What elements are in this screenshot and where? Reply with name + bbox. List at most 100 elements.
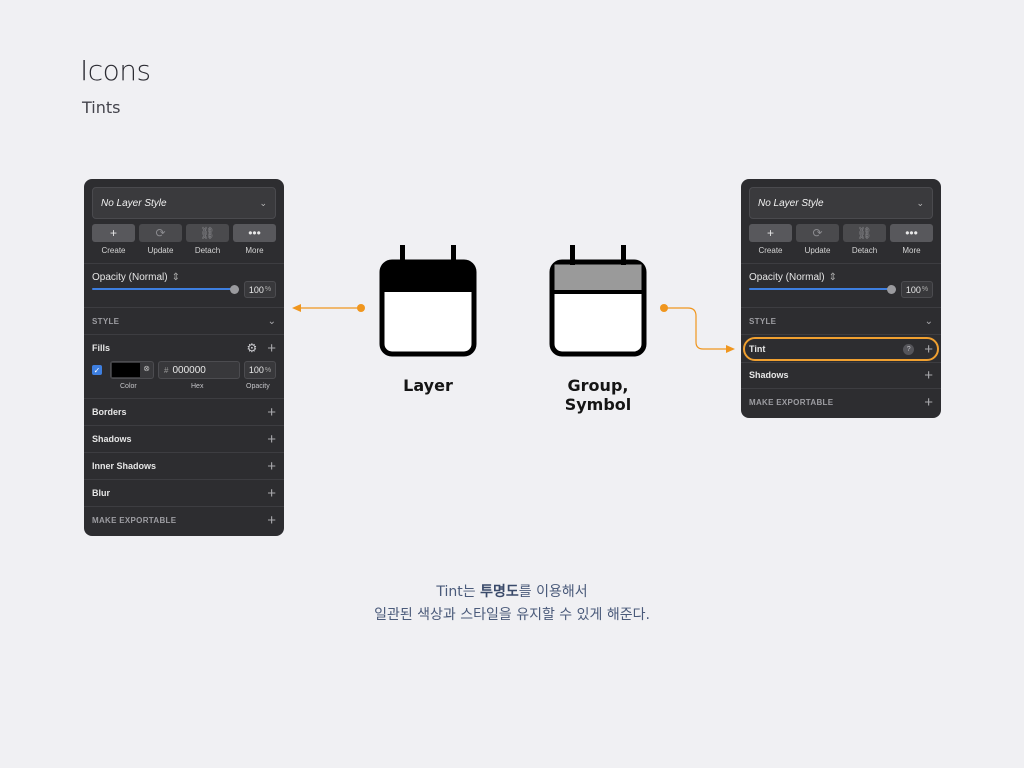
- opacity-slider-handle[interactable]: [230, 285, 239, 294]
- fill-opacity-input[interactable]: 100%: [244, 361, 276, 379]
- percent-sign: %: [264, 366, 272, 374]
- shadows-section-header[interactable]: Shadows +: [749, 362, 933, 388]
- fill-row: ✓ ⊗ # 000000 100%: [92, 361, 276, 379]
- unlink-icon: ⛓: [186, 224, 229, 242]
- ellipsis-icon: •••: [233, 224, 276, 242]
- style-buttons: + Create ⟳ Update ⛓ Detach ••• More: [92, 224, 276, 255]
- create-button[interactable]: + Create: [92, 224, 135, 255]
- fill-opacity-value: 100: [248, 365, 264, 375]
- detach-button[interactable]: ⛓ Detach: [186, 224, 229, 255]
- add-fill-button[interactable]: +: [267, 339, 276, 357]
- color-picker-icon: ⊗: [143, 364, 150, 373]
- make-exportable-row[interactable]: MAKE EXPORTABLE +: [92, 507, 276, 533]
- help-icon[interactable]: ?: [903, 343, 915, 355]
- more-button-label: More: [245, 246, 264, 255]
- borders-section-header[interactable]: Borders +: [92, 399, 276, 425]
- color-caption: Color: [120, 383, 137, 390]
- divider: [84, 334, 284, 335]
- tint-label: Tint: [749, 344, 766, 354]
- more-button[interactable]: ••• More: [233, 224, 276, 255]
- plus-icon: +: [749, 224, 792, 242]
- opacity-value: 100: [248, 284, 264, 295]
- divider: [84, 425, 284, 426]
- arrow-to-layer-panel: [292, 304, 365, 312]
- opacity-value: 100: [905, 284, 921, 295]
- color-swatch: [112, 363, 140, 377]
- more-button[interactable]: ••• More: [890, 224, 933, 255]
- divider: [84, 479, 284, 480]
- fill-enabled-checkbox[interactable]: ✓: [92, 365, 102, 375]
- description-suffix: 를 이용해서: [518, 584, 588, 600]
- divider: [84, 307, 284, 308]
- add-shadow-button[interactable]: +: [267, 430, 276, 448]
- page-subtitle: Tints: [82, 98, 121, 117]
- divider: [741, 362, 941, 363]
- shadows-label: Shadows: [92, 434, 132, 444]
- inner-shadows-section-header[interactable]: Inner Shadows +: [92, 453, 276, 479]
- add-border-button[interactable]: +: [267, 403, 276, 421]
- update-button-label: Update: [804, 246, 831, 255]
- opacity-slider-track[interactable]: [92, 288, 234, 290]
- divider: [84, 506, 284, 507]
- blur-section-header[interactable]: Blur +: [92, 480, 276, 506]
- style-section-header[interactable]: STYLE ⌄: [92, 308, 276, 334]
- hex-input[interactable]: # 000000: [158, 361, 240, 379]
- create-button-label: Create: [758, 246, 783, 255]
- add-inner-shadow-button[interactable]: +: [267, 457, 276, 475]
- updown-icon: ⇕: [828, 272, 837, 283]
- opacity-label: Opacity (Normal): [749, 272, 825, 283]
- add-shadow-button[interactable]: +: [924, 366, 933, 384]
- layer-style-dropdown[interactable]: No Layer Style ⌄: [749, 187, 933, 219]
- detach-button-label: Detach: [194, 246, 221, 255]
- tint-section-header[interactable]: Tint ? +: [749, 336, 933, 362]
- description: Tint는 투명도를 이용해서 일관된 색상과 스타일을 유지할 수 있게 해준…: [312, 581, 712, 627]
- opacity-label: Opacity (Normal): [92, 272, 168, 283]
- inner-shadows-label: Inner Shadows: [92, 461, 157, 471]
- unlink-icon: ⛓: [843, 224, 886, 242]
- calendar-group-icon: [549, 245, 647, 357]
- style-section-header[interactable]: STYLE ⌄: [749, 308, 933, 334]
- inspector-panel-group: No Layer Style ⌄ + Create ⟳ Update ⛓ Det…: [741, 179, 941, 418]
- percent-sign: %: [921, 286, 929, 293]
- shadows-section-header[interactable]: Shadows +: [92, 426, 276, 452]
- make-exportable-row[interactable]: MAKE EXPORTABLE +: [749, 389, 933, 415]
- layer-style-dropdown[interactable]: No Layer Style ⌄: [92, 187, 276, 219]
- opacity-blend-selector[interactable]: Opacity (Normal)⇕: [749, 272, 837, 283]
- fills-section-header: Fills ⚙ +: [92, 335, 276, 361]
- style-header-label: STYLE: [92, 316, 120, 326]
- divider: [84, 452, 284, 453]
- add-export-button[interactable]: +: [267, 511, 276, 529]
- divider: [84, 398, 284, 399]
- add-blur-button[interactable]: +: [267, 484, 276, 502]
- description-line-2: 일관된 색상과 스타일을 유지할 수 있게 해준다.: [374, 607, 650, 623]
- opacity-input[interactable]: 100%: [244, 281, 276, 298]
- tint-highlight-ring: [743, 337, 939, 361]
- divider: [741, 334, 941, 335]
- divider: [741, 263, 941, 264]
- add-tint-button[interactable]: +: [924, 340, 933, 358]
- chevron-down-icon: ⌄: [267, 315, 276, 327]
- description-bold: 투명도: [480, 584, 519, 600]
- update-button[interactable]: ⟳ Update: [139, 224, 182, 255]
- opacity-caption: Opacity: [246, 383, 270, 390]
- fill-color-well[interactable]: ⊗: [110, 361, 154, 379]
- style-header-label: STYLE: [749, 316, 777, 326]
- opacity-slider-handle[interactable]: [887, 285, 896, 294]
- borders-label: Borders: [92, 407, 127, 417]
- detach-button[interactable]: ⛓ Detach: [843, 224, 886, 255]
- more-button-label: More: [902, 246, 921, 255]
- calendar-layer-icon: [379, 245, 477, 357]
- divider: [741, 388, 941, 389]
- divider: [741, 307, 941, 308]
- opacity-slider-track[interactable]: [749, 288, 891, 290]
- opacity-input[interactable]: 100%: [901, 281, 933, 298]
- create-button[interactable]: + Create: [749, 224, 792, 255]
- update-button[interactable]: ⟳ Update: [796, 224, 839, 255]
- chevron-down-icon: ⌄: [259, 197, 267, 208]
- description-line-1: Tint는 투명도를 이용해서: [312, 581, 712, 604]
- opacity-blend-selector[interactable]: Opacity (Normal)⇕: [92, 272, 180, 283]
- hash-label: #: [164, 365, 169, 375]
- add-export-button[interactable]: +: [924, 393, 933, 411]
- shadows-label: Shadows: [749, 370, 789, 380]
- gear-icon[interactable]: ⚙: [246, 341, 258, 355]
